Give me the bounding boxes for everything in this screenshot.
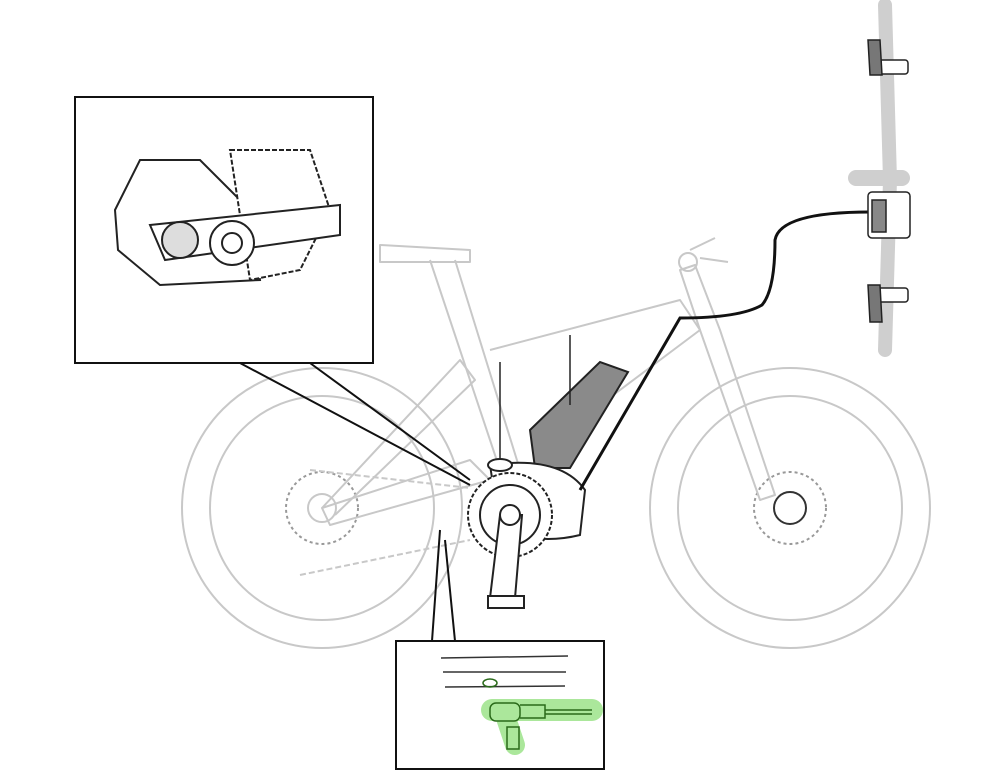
display-unit (867, 191, 911, 239)
motor-detail-inset (74, 96, 374, 364)
leader-lines (239, 362, 471, 642)
front-disc-rotor (753, 471, 827, 545)
sensor-detail-inset (395, 640, 605, 770)
shifter-switch-top (867, 39, 909, 76)
battery (528, 360, 630, 469)
drive-unit (467, 458, 587, 609)
cable (578, 210, 871, 491)
front-wheel (649, 367, 931, 649)
chain (299, 539, 471, 576)
pedal (487, 595, 525, 609)
saddle (379, 244, 471, 263)
speed-sensor (487, 458, 513, 472)
chainstay (321, 459, 491, 526)
fork (679, 264, 776, 501)
shifter-switch-bottom (867, 284, 909, 323)
frame (299, 237, 776, 576)
